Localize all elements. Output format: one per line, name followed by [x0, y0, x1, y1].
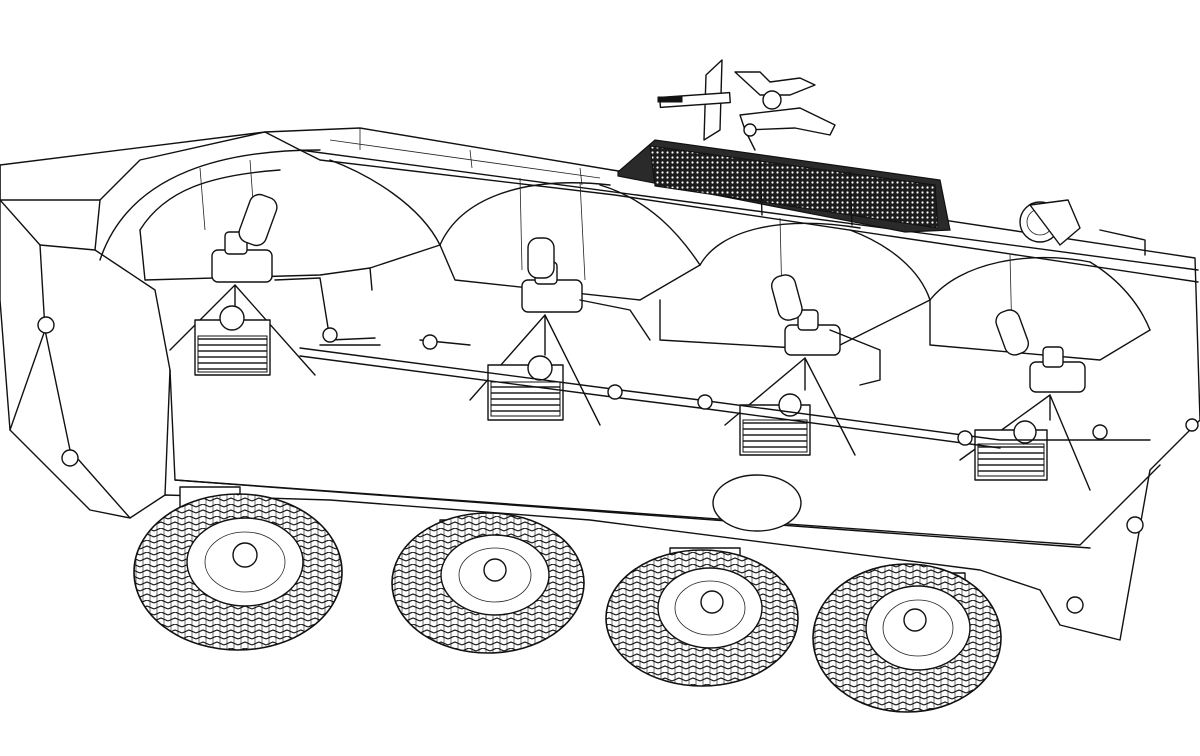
rear-hinge — [1019, 199, 1146, 256]
seat-mount-1 — [169, 193, 316, 376]
hull-lugs — [37, 316, 1199, 614]
interior-rails — [274, 277, 1151, 449]
seat-mount-2 — [469, 237, 601, 426]
wheel-2 — [391, 512, 585, 654]
roof-hatch-mesh — [617, 139, 951, 233]
seat-mount-4 — [959, 309, 1091, 491]
wheel-1 — [133, 493, 343, 651]
machine-gun-mount — [657, 59, 836, 151]
wheel-4 — [812, 563, 1002, 713]
nose-plate — [0, 127, 1200, 641]
seat-mount-3 — [724, 274, 856, 456]
wheel-3 — [605, 549, 799, 687]
interior-arches — [99, 149, 1151, 361]
side-port — [712, 474, 802, 532]
